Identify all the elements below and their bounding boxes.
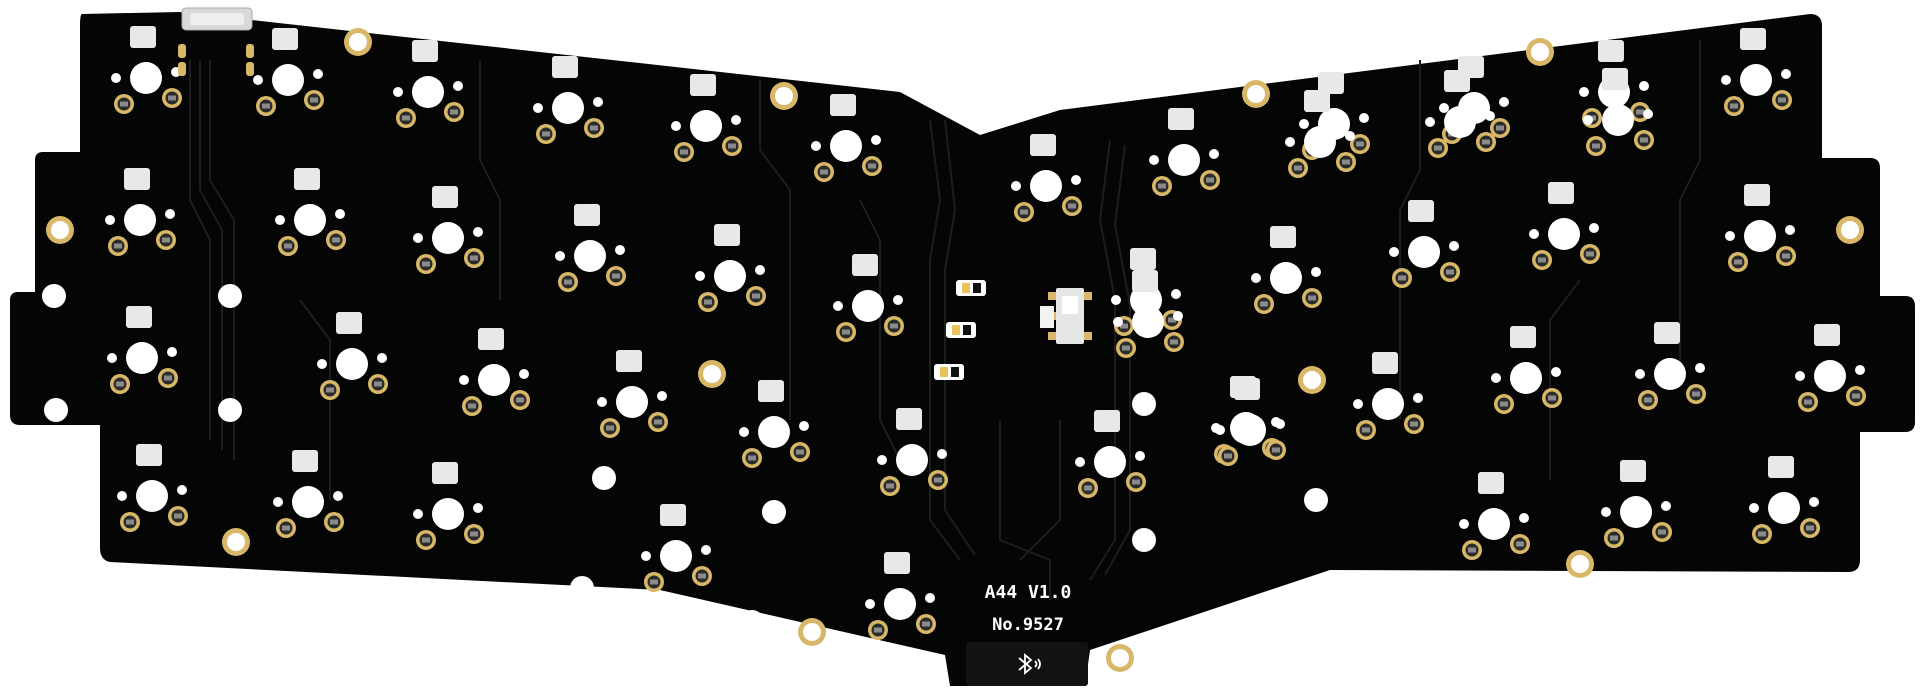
npth-hole xyxy=(570,576,594,600)
key-footprint xyxy=(1215,378,1286,466)
key-footprint xyxy=(811,94,882,182)
copper-traces xyxy=(189,40,1701,600)
key-footprint xyxy=(253,28,324,116)
mounting-hole xyxy=(1298,366,1326,394)
npth-hole xyxy=(762,500,786,524)
npth-hole xyxy=(218,398,242,422)
key-footprint xyxy=(273,450,344,538)
mounting-hole xyxy=(770,82,798,110)
key-footprint xyxy=(317,312,388,400)
bluetooth-icon xyxy=(1018,653,1041,675)
key-footprint xyxy=(459,328,530,416)
key-footprint xyxy=(275,168,346,256)
npth-hole xyxy=(740,610,764,634)
mounting-hole xyxy=(798,618,826,646)
key-footprint xyxy=(1113,270,1184,358)
key-footprint xyxy=(1749,456,1820,544)
key-footprint xyxy=(739,380,810,468)
npth-hole xyxy=(1304,488,1328,512)
led-1 xyxy=(956,280,986,296)
npth-hole xyxy=(592,466,616,490)
key-footprint xyxy=(1721,28,1792,116)
copper-trace xyxy=(1399,60,1421,420)
key-footprint xyxy=(107,306,178,394)
board-model-label: A44 V1.0 xyxy=(985,582,1072,603)
key-footprint xyxy=(1425,70,1496,158)
copper-trace xyxy=(859,199,901,461)
key-footprint xyxy=(641,504,712,592)
npth-hole xyxy=(44,398,68,422)
key-footprint xyxy=(413,462,484,550)
copper-trace xyxy=(1104,144,1131,576)
key-footprint xyxy=(1353,352,1424,440)
key-footprint xyxy=(1075,410,1146,498)
mounting-hole xyxy=(1106,644,1134,672)
key-footprint xyxy=(1459,472,1530,560)
mounting-hole xyxy=(344,28,372,56)
mounting-hole xyxy=(1566,550,1594,578)
key-footprint xyxy=(413,186,484,274)
npth-hole xyxy=(1132,528,1156,552)
led-3 xyxy=(934,364,964,380)
mounting-hole xyxy=(1836,216,1864,244)
key-footprint xyxy=(1795,324,1866,412)
copper-trace xyxy=(479,60,501,300)
key-footprint xyxy=(1583,68,1654,156)
key-footprint xyxy=(1251,226,1322,314)
copper-trace xyxy=(1549,279,1581,480)
key-footprint xyxy=(111,26,182,114)
key-footprint xyxy=(1149,108,1220,196)
slide-switch-icon xyxy=(1040,288,1092,344)
key-footprint xyxy=(833,254,904,342)
mounting-hole xyxy=(1526,38,1554,66)
copper-trace xyxy=(1679,40,1701,380)
board-serial-label: No.9527 xyxy=(992,615,1064,635)
key-switch-footprints xyxy=(105,26,1866,640)
key-footprint xyxy=(117,444,188,532)
key-footprint xyxy=(865,552,936,640)
npth-hole xyxy=(218,284,242,308)
key-footprint xyxy=(1285,90,1356,178)
copper-trace xyxy=(999,420,1051,600)
key-footprint xyxy=(671,74,742,162)
copper-trace xyxy=(1019,420,1061,561)
copper-trace xyxy=(189,60,211,440)
mounting-hole xyxy=(1242,80,1270,108)
key-footprint xyxy=(1389,200,1460,288)
smd-leds xyxy=(934,280,986,380)
key-footprint xyxy=(105,168,176,256)
mounting-hole xyxy=(698,360,726,388)
copper-trace xyxy=(209,60,235,460)
key-footprint xyxy=(1725,184,1796,272)
usb-c-connector-icon xyxy=(178,7,254,76)
key-footprint xyxy=(1491,326,1562,414)
pcb-board-outline xyxy=(10,12,1915,686)
npth-hole xyxy=(1132,392,1156,416)
key-footprint xyxy=(1635,322,1706,410)
npth-hole xyxy=(42,284,66,308)
led-2 xyxy=(946,322,976,338)
copper-trace xyxy=(299,299,331,500)
key-footprint xyxy=(1579,40,1650,128)
npth-hole xyxy=(1328,598,1352,622)
mounting-hole xyxy=(46,216,74,244)
key-footprint xyxy=(555,204,626,292)
key-footprint xyxy=(1601,460,1672,548)
key-footprint xyxy=(877,408,948,496)
copper-trace xyxy=(199,60,223,450)
copper-trace xyxy=(944,119,976,556)
key-footprint xyxy=(393,40,464,128)
mounting-hole xyxy=(222,528,250,556)
key-footprint xyxy=(597,350,668,438)
key-footprint xyxy=(1529,182,1600,270)
key-footprint xyxy=(533,56,604,144)
copper-trace xyxy=(929,119,961,561)
key-footprint xyxy=(1011,134,1082,222)
mounting-holes xyxy=(42,28,1864,672)
key-footprint xyxy=(695,224,766,312)
copper-trace xyxy=(759,80,791,420)
